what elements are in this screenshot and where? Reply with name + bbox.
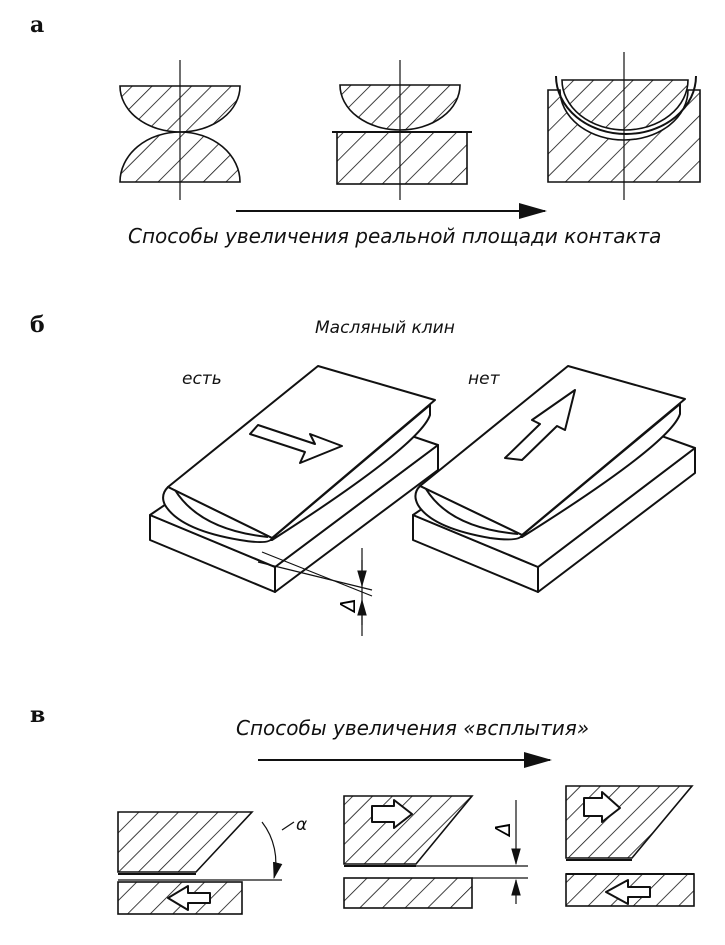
bearing-left-shoe	[162, 365, 436, 544]
section-b-label: б	[30, 312, 45, 338]
wedge-present-label: есть	[182, 369, 222, 389]
contact-sphere-plane	[332, 60, 472, 200]
bearing-right-shoe	[414, 365, 686, 541]
section-a-caption: Способы увеличения реальной площади конт…	[128, 224, 661, 248]
section-c-label: в	[30, 702, 45, 728]
angle-symbol: α	[296, 815, 307, 835]
gap-symbol-right: Δ	[491, 822, 515, 838]
float-variant-3	[565, 785, 695, 907]
contact-sphere-sphere	[119, 60, 241, 200]
section-a-label: а	[30, 12, 44, 38]
gap-dimension-left: Δ	[257, 548, 373, 636]
section-c-caption: Способы увеличения «всплытия»	[236, 716, 589, 740]
wedge-absent-label: нет	[468, 369, 501, 389]
oil-wedge-title: Масляный клин	[315, 318, 455, 338]
float-variant-2: Δ	[343, 795, 528, 909]
contact-sphere-in-cup	[547, 52, 701, 200]
gap-symbol-left: Δ	[336, 598, 360, 614]
float-variant-1: α	[117, 811, 307, 915]
